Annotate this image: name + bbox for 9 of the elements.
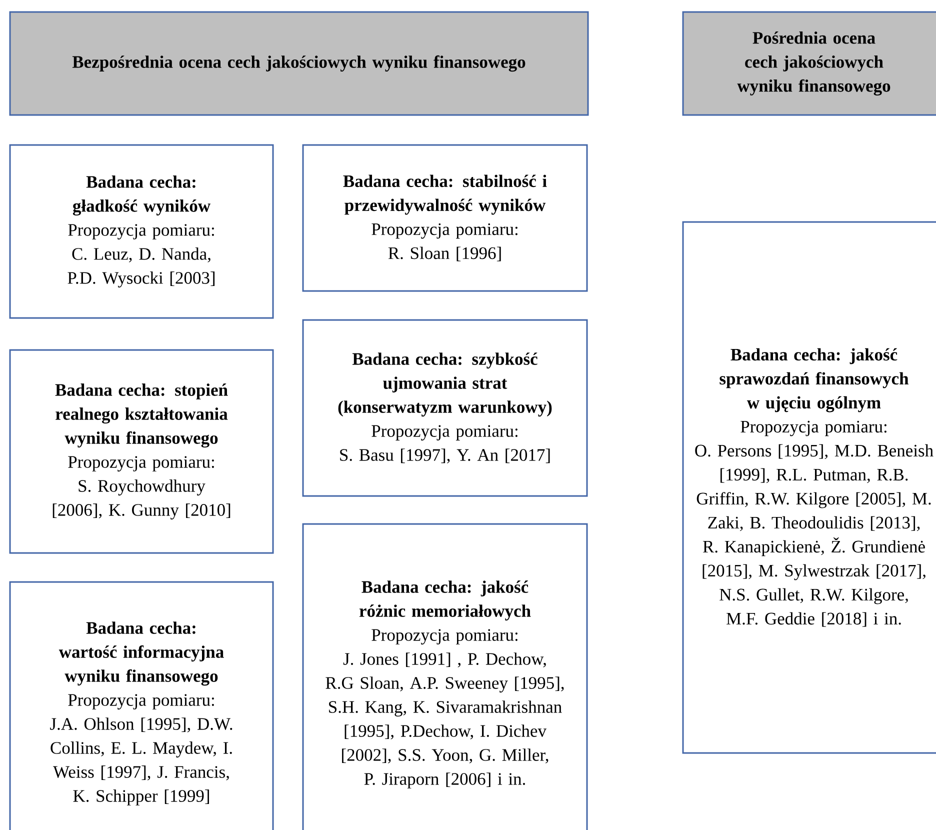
- header-box: Pośrednia ocena cech jakościowych wyniku finansowego: [682, 11, 936, 116]
- header-box: Bezpośrednia ocena cech jakościowych wyniku finansowego: [9, 11, 589, 116]
- text-box: Badana cecha: gładkość wyników Propozycja pomiaru: C. Leuz, D. Nanda, P.D. Wysocki [2003]: [9, 144, 274, 319]
- text-box: Badana cecha: wartość informacyjna wyniku finansowego Propozycja pomiaru: J.A. Ohlson [1995], D.W. Collins, E. L. Maydew, I. Weiss [1997], J. Francis, K. Schipper [1999]: [9, 581, 274, 830]
- text-box: Badana cecha: jakość różnic memoriałowych Propozycja pomiaru: J. Jones [1991] , P. Dechow, R.G Sloan, A.P. Sweeney [1995], S.H. Kang, K. Sivaramakrishnan [1995], P.Dechow, I. Dichev [2002], S.S. Yoon, G. Miller, P. Jiraporn [2006] i in.: [302, 523, 588, 830]
- text-box: Badana cecha: jakość sprawozdań finansowych w ujęciu ogólnym Propozycja pomiaru: O. Persons [1995], M.D. Beneish [1999], R.L. Putman, R.B. Griffin, R.W. Kilgore [2005], M. Zaki, B. Theodoulidis [2013], R. Kanapickienė, Ž. Grundienė [2015], M. Sylwestrzak [2017], N.S. Gullet, R.W. Kilgore, M.F. Geddie [2018] i in.: [682, 221, 936, 754]
- text-box: Badana cecha: szybkość ujmowania strat (konserwatyzm warunkowy) Propozycja pomiaru: S. Basu [1997], Y. An [2017]: [302, 319, 588, 497]
- text-box: Badana cecha: stabilność i przewidywalność wyników Propozycja pomiaru: R. Sloan [1996]: [302, 144, 588, 292]
- text-box: Badana cecha: stopień realnego kształtowania wyniku finansowego Propozycja pomiaru: S. Roychowdhury [2006], K. Gunny [2010]: [9, 349, 274, 554]
